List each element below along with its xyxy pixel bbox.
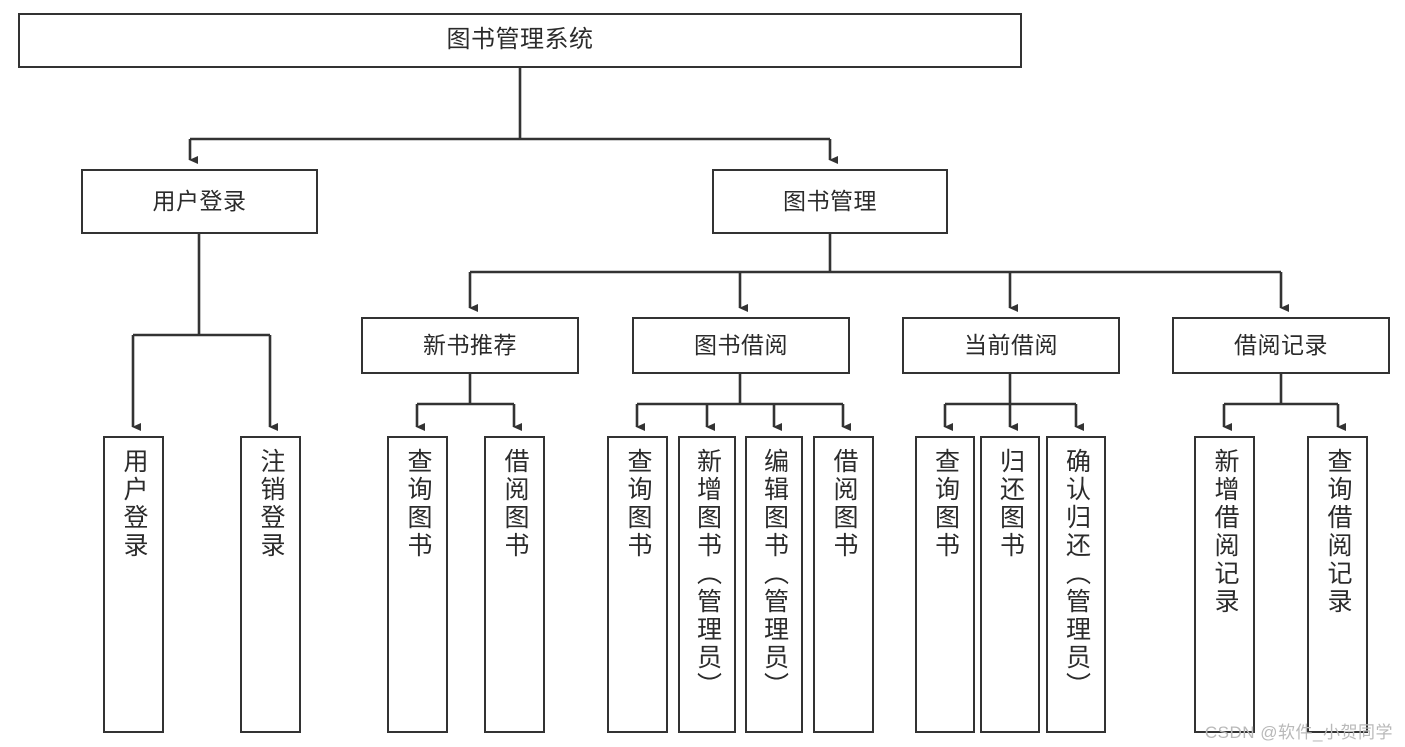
connector-root-to-level2 <box>188 68 838 164</box>
node-leaf-query-book-rec-label: 查询图书 <box>404 448 432 560</box>
node-book-borrow-label: 图书借阅 <box>694 331 788 358</box>
connector-currentborrow-to-leaves <box>943 374 1084 431</box>
connector-userlogin-to-leaves <box>131 234 278 431</box>
node-leaf-return-book[interactable]: 归还图书 <box>980 436 1040 733</box>
node-leaf-confirm-return[interactable]: 确认归还（管理员） <box>1046 436 1106 733</box>
connector-bookborrow-to-leaves <box>635 374 851 431</box>
csdn-watermark: CSDN @软件_小贺同学 <box>1204 723 1393 742</box>
node-root-label: 图书管理系统 <box>446 26 594 54</box>
node-leaf-edit-book-label: 编辑图书（管理员） <box>760 448 789 700</box>
node-book-manage[interactable]: 图书管理 <box>712 169 948 234</box>
node-leaf-add-book-label: 新增图书（管理员） <box>693 448 722 700</box>
node-leaf-query-book-rec[interactable]: 查询图书 <box>387 436 448 733</box>
node-leaf-query-book-cur[interactable]: 查询图书 <box>915 436 975 733</box>
node-leaf-edit-book[interactable]: 编辑图书（管理员） <box>745 436 803 733</box>
node-leaf-confirm-return-label: 确认归还（管理员） <box>1062 448 1091 700</box>
node-new-book-recommend-label: 新书推荐 <box>423 331 517 358</box>
connector-borrowrecord-to-leaves <box>1222 374 1346 431</box>
node-book-borrow[interactable]: 图书借阅 <box>632 317 850 374</box>
node-leaf-user-login[interactable]: 用户登录 <box>103 436 164 733</box>
node-leaf-query-book-brw[interactable]: 查询图书 <box>607 436 668 733</box>
node-borrow-record[interactable]: 借阅记录 <box>1172 317 1390 374</box>
node-leaf-query-book-brw-label: 查询图书 <box>624 448 652 560</box>
node-user-login-label: 用户登录 <box>152 187 247 214</box>
connector-bookmanage-to-level3 <box>468 234 1289 312</box>
node-leaf-borrow-book-brw[interactable]: 借阅图书 <box>813 436 874 733</box>
node-leaf-add-book[interactable]: 新增图书（管理员） <box>678 436 736 733</box>
node-leaf-query-record[interactable]: 查询借阅记录 <box>1307 436 1368 733</box>
node-book-manage-label: 图书管理 <box>783 187 877 214</box>
node-leaf-borrow-book-brw-label: 借阅图书 <box>830 448 858 560</box>
node-leaf-query-record-label: 查询借阅记录 <box>1324 448 1352 616</box>
node-leaf-query-book-cur-label: 查询图书 <box>931 448 960 560</box>
node-leaf-logout[interactable]: 注销登录 <box>240 436 301 733</box>
node-leaf-borrow-book-rec[interactable]: 借阅图书 <box>484 436 545 733</box>
node-borrow-record-label: 借阅记录 <box>1234 331 1328 358</box>
node-new-book-recommend[interactable]: 新书推荐 <box>361 317 579 374</box>
connector-newbook-to-leaves <box>415 374 522 431</box>
node-leaf-add-record-label: 新增借阅记录 <box>1211 448 1239 616</box>
node-leaf-user-login-label: 用户登录 <box>120 448 148 560</box>
node-current-borrow[interactable]: 当前借阅 <box>902 317 1120 374</box>
node-leaf-logout-label: 注销登录 <box>257 448 285 560</box>
node-leaf-borrow-book-rec-label: 借阅图书 <box>501 448 529 560</box>
node-user-login[interactable]: 用户登录 <box>81 169 318 234</box>
node-leaf-return-book-label: 归还图书 <box>996 448 1025 560</box>
node-current-borrow-label: 当前借阅 <box>964 331 1058 358</box>
node-leaf-add-record[interactable]: 新增借阅记录 <box>1194 436 1255 733</box>
node-root[interactable]: 图书管理系统 <box>18 13 1022 68</box>
